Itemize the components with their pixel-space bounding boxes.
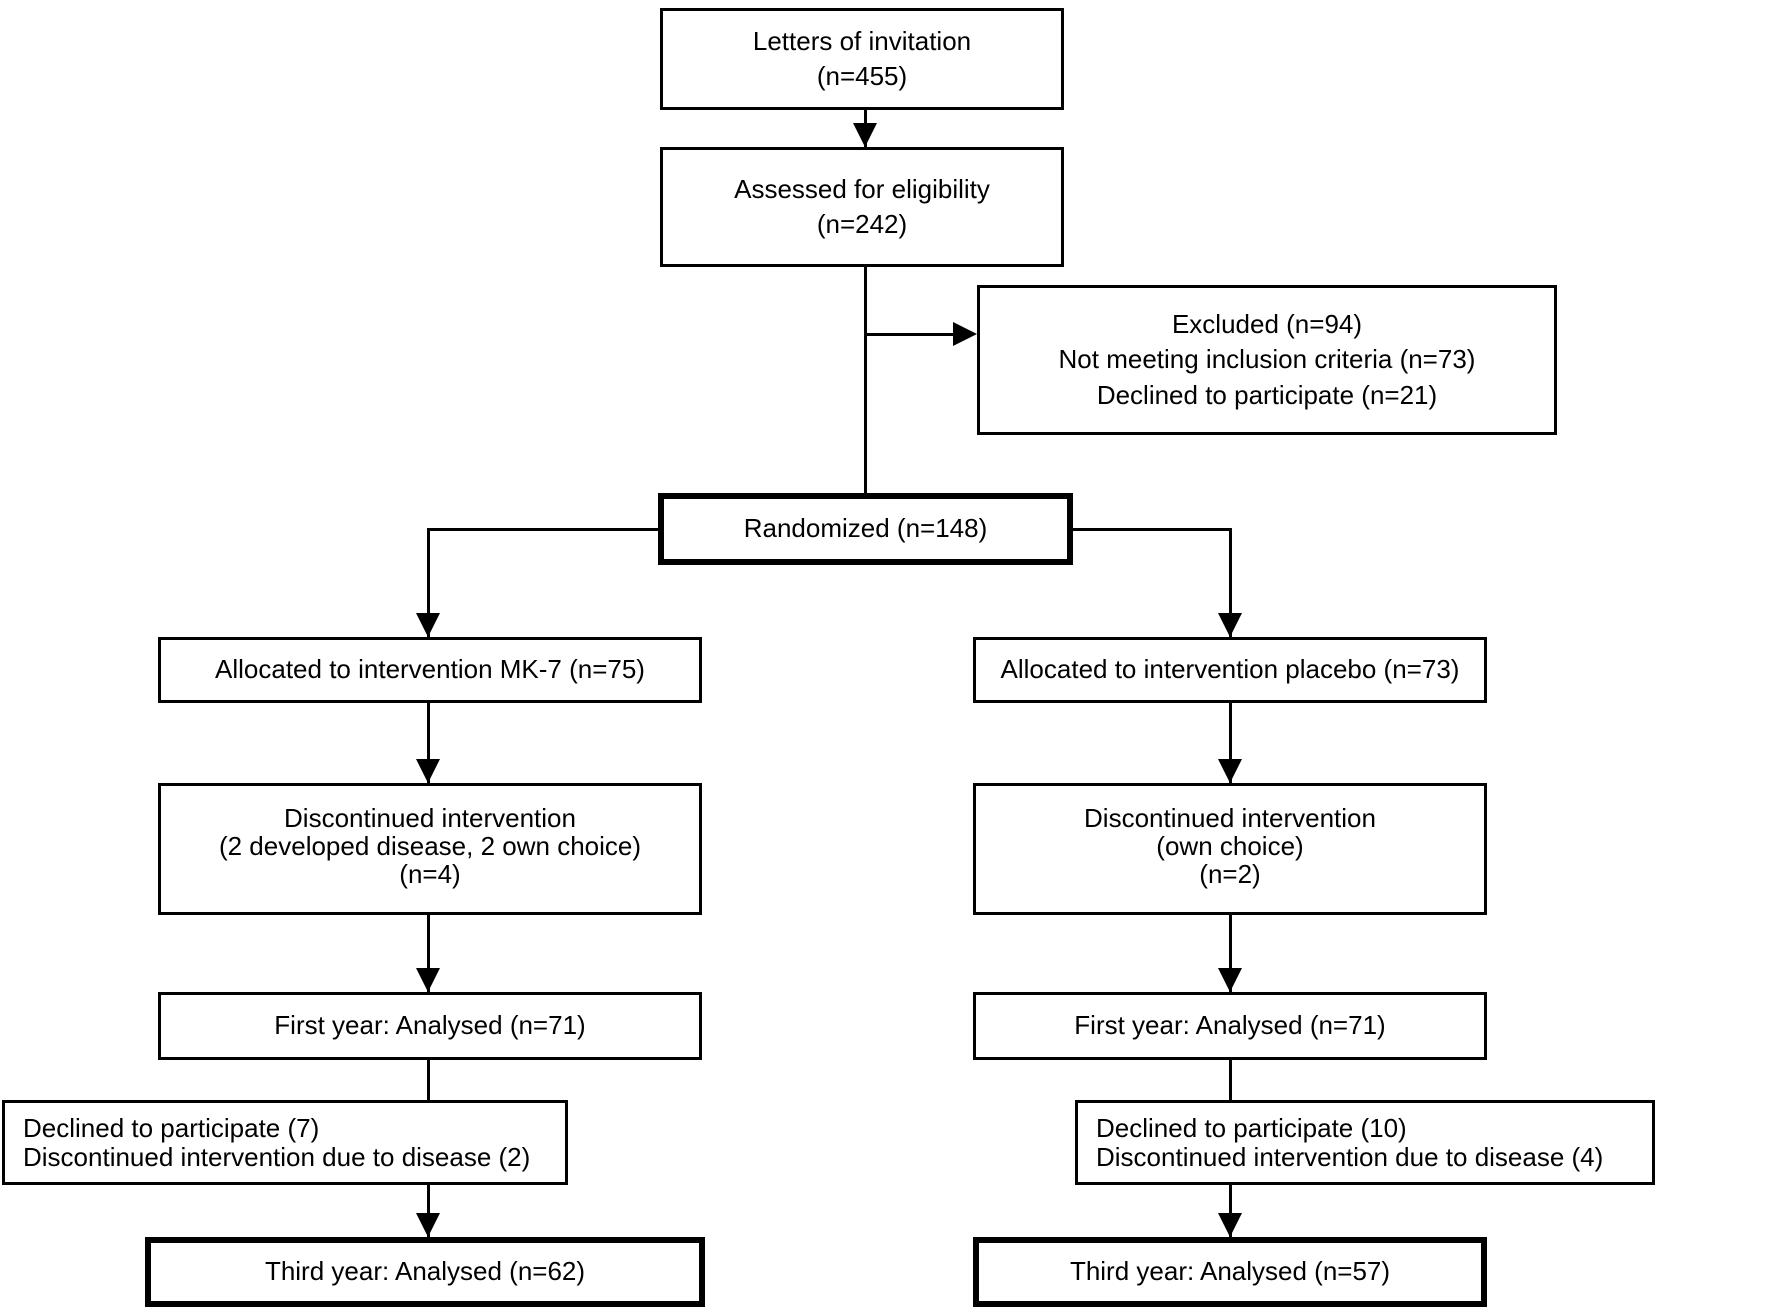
node-discontinued-placebo: Discontinued intervention (own choice) (… <box>973 783 1487 915</box>
connector-randomized-right-v <box>1229 528 1232 637</box>
arrowhead-into-year1-mk7 <box>416 968 440 992</box>
connector-alloc-disc-right <box>1229 703 1232 783</box>
connector-disc-year1-right <box>1229 915 1232 992</box>
node-text-line: Letters of invitation <box>752 25 972 56</box>
node-text-line: First year: Analysed (n=71) <box>1074 1010 1386 1041</box>
node-allocated-mk7: Allocated to intervention MK-7 (n=75) <box>158 637 702 703</box>
node-text-line: Allocated to intervention MK-7 (n=75) <box>215 654 645 685</box>
arrowhead-into-assessed <box>853 123 877 147</box>
arrowhead-into-year3-mk7 <box>416 1213 440 1237</box>
node-text-line: Discontinued intervention due to disease… <box>1096 1141 1604 1172</box>
node-text-line: Declined to participate (7) <box>23 1112 320 1143</box>
node-assessed-for-eligibility: Assessed for eligibility (n=242) <box>660 147 1064 267</box>
node-text-line: Discontinued intervention <box>1084 803 1376 833</box>
node-letters-of-invitation: Letters of invitation (n=455) <box>660 8 1064 110</box>
arrowhead-into-discontinued-mk7 <box>416 759 440 783</box>
node-text-line: Third year: Analysed (n=57) <box>1069 1256 1391 1287</box>
connector-dropout-year3-left <box>427 1185 430 1237</box>
node-text-line: Randomized (n=148) <box>743 513 988 544</box>
node-text-line: Discontinued intervention <box>284 803 576 833</box>
node-text-line: (own choice) <box>1156 831 1304 862</box>
node-text-line: (2 developed disease, 2 own choice) <box>218 831 642 862</box>
node-third-year-placebo: Third year: Analysed (n=57) <box>973 1237 1487 1307</box>
node-text-line: (n=4) <box>399 859 461 890</box>
connector-to-excluded <box>865 333 957 336</box>
connector-randomized-left-h <box>427 528 658 531</box>
connector-disc-year1-left <box>427 915 430 992</box>
arrowhead-into-allocated-mk7 <box>416 613 440 637</box>
node-first-year-mk7: First year: Analysed (n=71) <box>158 992 702 1060</box>
connector-randomized-right-h <box>1073 528 1232 531</box>
node-dropout-mk7: Declined to participate (7) Discontinued… <box>2 1100 568 1185</box>
node-first-year-placebo: First year: Analysed (n=71) <box>973 992 1487 1060</box>
node-randomized: Randomized (n=148) <box>658 493 1073 565</box>
node-text-line: Third year: Analysed (n=62) <box>264 1256 586 1287</box>
arrowhead-into-excluded <box>953 322 977 346</box>
arrowhead-into-allocated-placebo <box>1218 613 1242 637</box>
connector-dropout-year3-right <box>1229 1185 1232 1237</box>
connector-randomized-left-v <box>427 528 430 637</box>
node-text-line: Declined to participate (n=21) <box>1096 379 1438 410</box>
connector-alloc-disc-left <box>427 703 430 783</box>
node-text-line: Discontinued intervention due to disease… <box>23 1141 531 1172</box>
node-text-line: (n=242) <box>816 209 908 239</box>
connector-assessed-randomized <box>864 267 867 493</box>
node-text-line: Allocated to intervention placebo (n=73) <box>1000 654 1460 685</box>
node-text-line: Excluded (n=94) <box>1171 309 1363 340</box>
arrowhead-into-year1-placebo <box>1218 968 1242 992</box>
connector-year1-dropout-left <box>427 1060 430 1100</box>
node-text-line: (n=455) <box>816 61 908 91</box>
node-text-line: Not meeting inclusion criteria (n=73) <box>1058 344 1476 375</box>
node-allocated-placebo: Allocated to intervention placebo (n=73) <box>973 637 1487 703</box>
node-text-line: First year: Analysed (n=71) <box>274 1010 586 1041</box>
arrowhead-into-year3-placebo <box>1218 1213 1242 1237</box>
node-text-line: (n=2) <box>1199 859 1261 890</box>
node-third-year-mk7: Third year: Analysed (n=62) <box>145 1237 705 1307</box>
arrowhead-into-discontinued-placebo <box>1218 759 1242 783</box>
node-text-line: Declined to participate (10) <box>1096 1112 1407 1143</box>
connector-year1-dropout-right <box>1229 1060 1232 1100</box>
node-text-line: Assessed for eligibility <box>734 173 990 204</box>
node-discontinued-mk7: Discontinued intervention (2 developed d… <box>158 783 702 915</box>
node-excluded: Excluded (n=94) Not meeting inclusion cr… <box>977 285 1557 435</box>
node-dropout-placebo: Declined to participate (10) Discontinue… <box>1075 1100 1655 1185</box>
